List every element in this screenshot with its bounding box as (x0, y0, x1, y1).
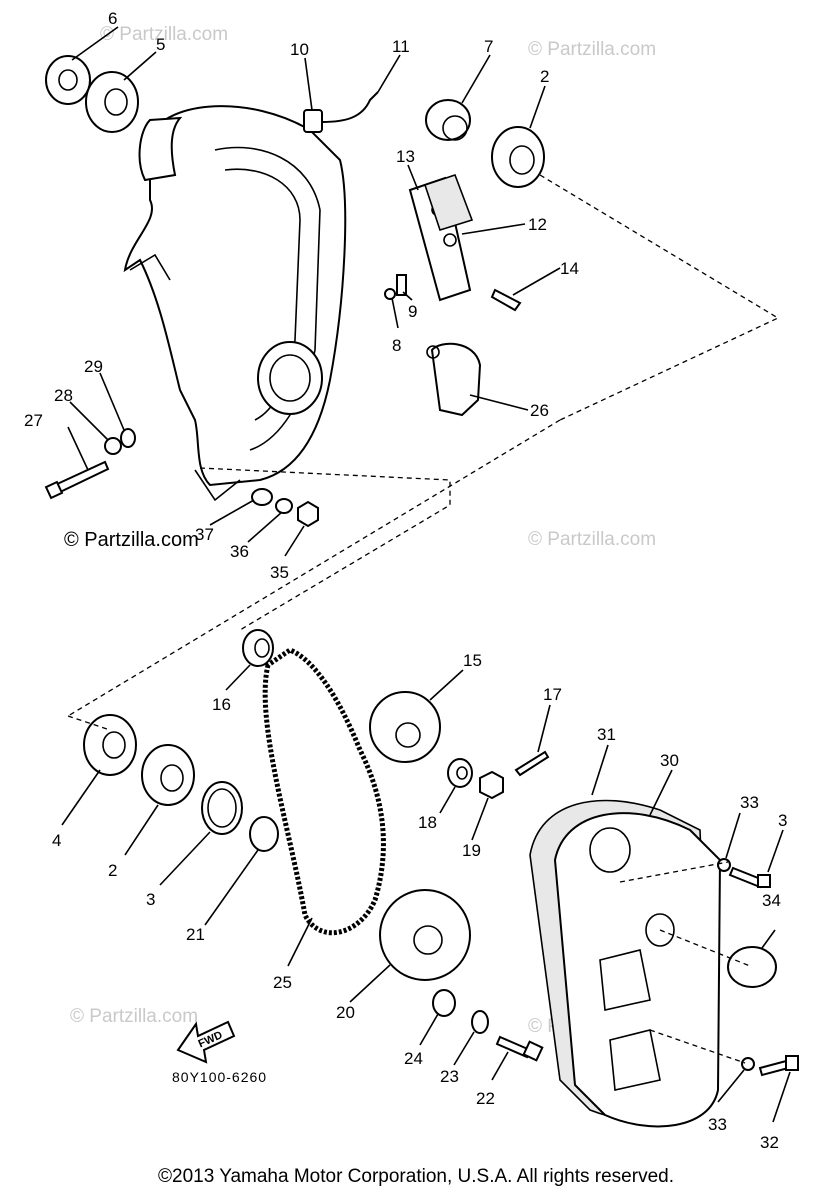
guide-line-diagonal (67, 419, 561, 717)
part-label-31: 31 (597, 725, 616, 744)
sprocket-15 (369, 691, 441, 763)
drawing-code: 80Y100-6260 (172, 1069, 267, 1085)
part-label-5: 5 (156, 35, 165, 54)
fitting-10 (303, 109, 323, 133)
guide-line-cap (659, 929, 751, 967)
washer-23 (471, 1010, 489, 1034)
part-label-21: 21 (186, 925, 205, 944)
part-label-28: 28 (54, 386, 73, 405)
bolt-27 (44, 460, 110, 500)
copyright-notice: ©2013 Yamaha Motor Corporation, U.S.A. A… (158, 1166, 674, 1187)
part-label-4: 4 (52, 831, 61, 850)
part-label-2-lower: 2 (108, 861, 117, 880)
part-label-2-upper: 2 (540, 67, 549, 86)
bolt-32 (758, 1055, 799, 1077)
nut-28 (104, 437, 122, 455)
part-label-8: 8 (392, 336, 401, 355)
gasket-13 (423, 173, 474, 231)
part-label-32: 32 (760, 1133, 779, 1152)
part-label-9: 9 (408, 302, 417, 321)
washer-8 (384, 288, 396, 300)
part-label-6: 6 (108, 9, 117, 28)
guide-line-bolt32 (649, 1029, 746, 1064)
washer-33-upper (717, 858, 731, 872)
part-label-17: 17 (543, 685, 562, 704)
guide-line-upper-left (199, 467, 451, 631)
cap-34 (727, 946, 777, 988)
washer-37 (251, 488, 273, 506)
guide-line-upper-right (539, 174, 780, 421)
part-label-3: 3 (146, 890, 155, 909)
bearing-4 (83, 714, 137, 776)
watermark-top-right: © Partzilla.com (528, 39, 656, 60)
part-label-37: 37 (195, 525, 214, 544)
screw-14 (490, 288, 522, 312)
bearing-5 (85, 71, 139, 133)
part-label-13: 13 (396, 147, 415, 166)
bearing-2-upper (491, 126, 545, 188)
part-label-19: 19 (462, 841, 481, 860)
part-label-30: 30 (660, 751, 679, 770)
part-label-18: 18 (418, 813, 437, 832)
part-label-33-lower: 33 (708, 1115, 727, 1134)
washer-33-lower (741, 1057, 755, 1071)
part-label-25: 25 (273, 973, 292, 992)
fwd-arrow: FWD (176, 1020, 236, 1064)
nut-19 (479, 770, 504, 800)
guide-line-bolt3 (619, 861, 729, 883)
bearing-2-lower (141, 744, 195, 806)
part-label-34: 34 (762, 891, 781, 910)
part-label-10: 10 (290, 40, 309, 59)
part-label-23: 23 (440, 1067, 459, 1086)
bolt-9 (396, 274, 407, 296)
cotter-pin-17 (514, 750, 550, 777)
guide-line-bearing4 (67, 715, 111, 731)
tensioner-26 (426, 342, 482, 417)
part-label-15: 15 (463, 651, 482, 670)
part-label-22: 22 (476, 1089, 495, 1108)
washer-18 (447, 758, 473, 788)
part-label-14: 14 (560, 259, 579, 278)
part-label-27: 27 (24, 411, 43, 430)
bolt-3-cover (728, 866, 771, 889)
chain-case-housing (123, 105, 347, 502)
circlip-3 (201, 781, 243, 835)
exploded-parts-diagram: © Partzilla.com © Partzilla.com © Partzi… (24, 9, 799, 1152)
part-label-7: 7 (484, 37, 493, 56)
part-label-20: 20 (336, 1003, 355, 1022)
sprocket-20 (379, 889, 471, 981)
part-label-33-upper: 33 (740, 793, 759, 812)
part-label-24: 24 (404, 1049, 423, 1068)
part-label-16: 16 (212, 695, 231, 714)
part-label-29: 29 (84, 357, 103, 376)
watermark-main: © Partzilla.com (64, 529, 199, 551)
collar-16 (242, 629, 274, 667)
part-label-35: 35 (270, 563, 289, 582)
part-label-36: 36 (230, 542, 249, 561)
collar-21 (249, 816, 279, 852)
watermark-top-left: © Partzilla.com (100, 24, 228, 45)
part-label-26: 26 (530, 401, 549, 420)
leader-lines (61, 26, 791, 1123)
washer-24 (432, 989, 456, 1017)
cover-30 (553, 812, 722, 1128)
nut-35 (297, 500, 319, 528)
drive-chain-25 (262, 647, 386, 936)
watermark-bottom-left: © Partzilla.com (70, 1006, 198, 1027)
part-label-12: 12 (528, 215, 547, 234)
collar-7 (425, 99, 471, 141)
hose-11 (321, 91, 379, 123)
bearing-6 (45, 55, 91, 105)
washer-29 (120, 428, 136, 448)
part-label-3-cover: 3 (778, 811, 787, 830)
watermark-mid-right: © Partzilla.com (528, 529, 656, 550)
part-label-11: 11 (392, 37, 410, 56)
washer-36 (275, 498, 293, 514)
bolt-22 (495, 1035, 544, 1062)
